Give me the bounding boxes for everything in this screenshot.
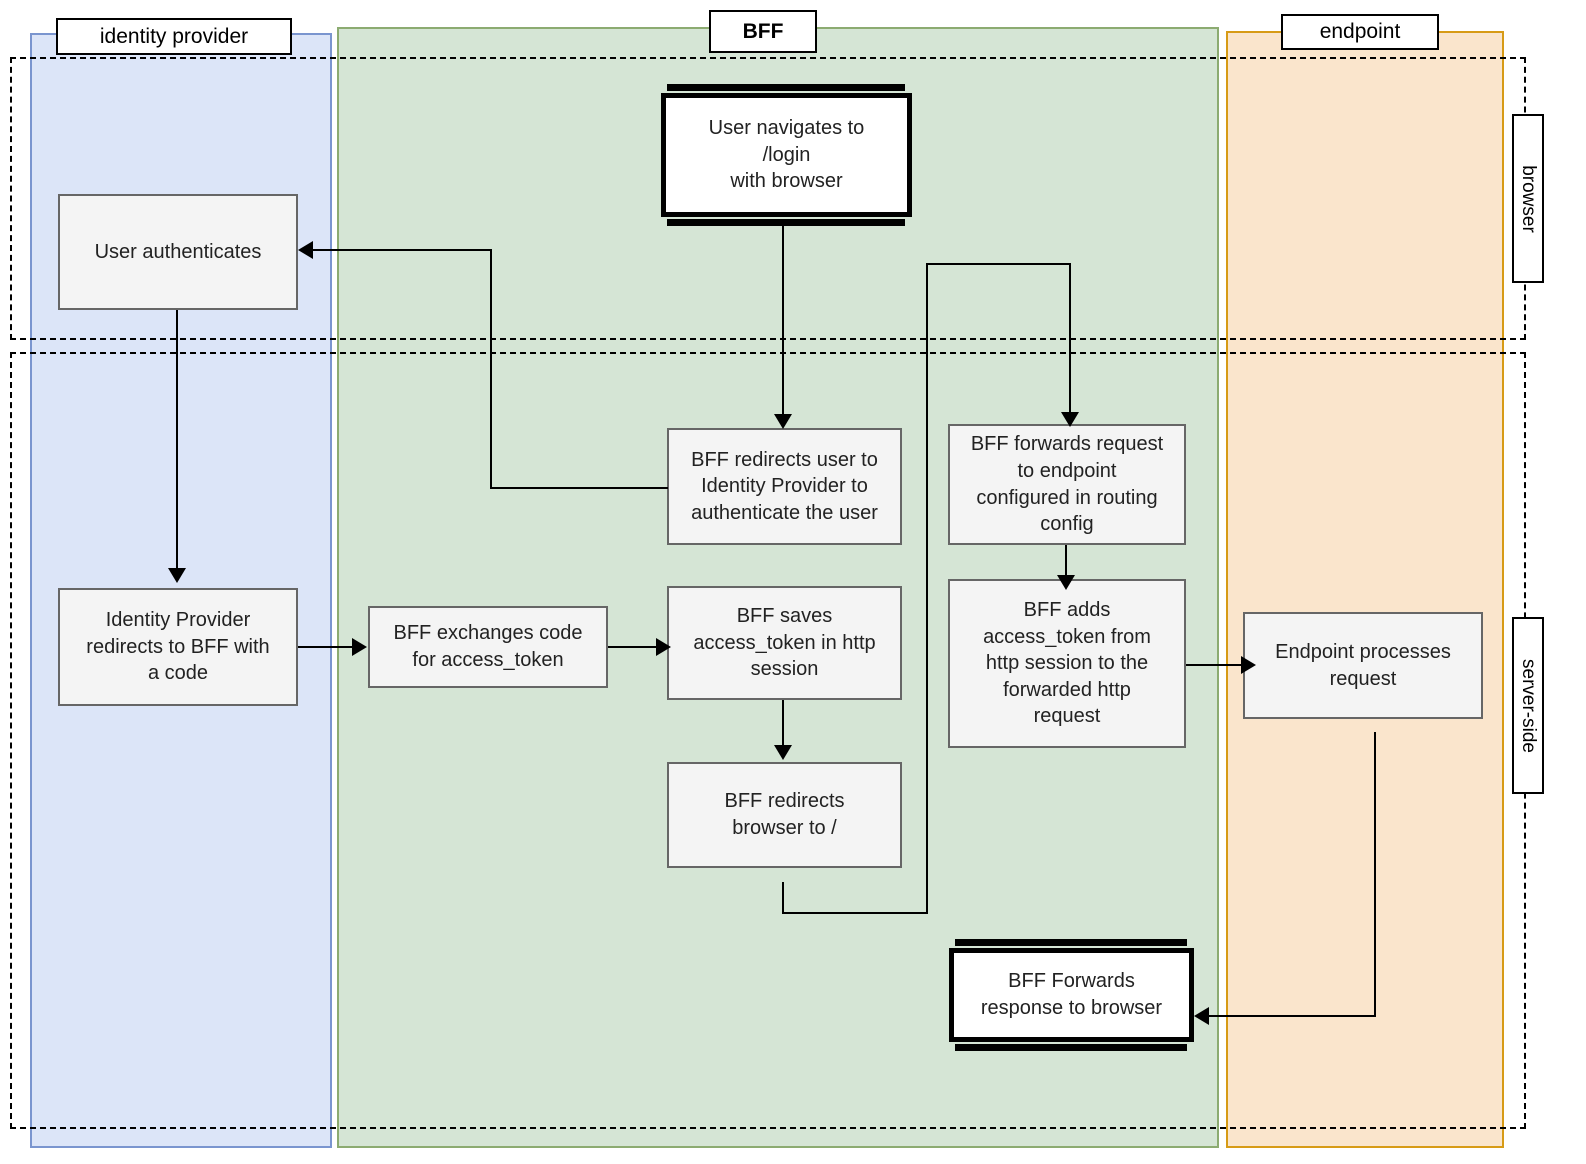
arrowhead-idp-to-exchange [352, 638, 367, 656]
phase-label-server-side: server-side [1512, 617, 1544, 794]
node-bff-forwards-request: BFF forwards request to endpoint configu… [948, 424, 1186, 545]
phase-label-browser-text: browser [1518, 164, 1540, 233]
connector-add-token-to-endpoint [1186, 664, 1242, 666]
connector-exchange-to-save [608, 646, 657, 648]
connector-root-to-forward-v3 [1069, 263, 1071, 418]
connector-redirect-to-auth-h2 [313, 249, 491, 251]
connector-forward-to-add-token [1065, 545, 1067, 579]
connector-redirect-to-auth-h1 [490, 487, 668, 489]
connector-redirect-to-auth-v [490, 249, 492, 489]
connector-root-to-forward-v1 [782, 882, 784, 914]
connector-idp-to-exchange [298, 646, 353, 648]
arrowhead-redirect-to-auth [298, 241, 313, 259]
connector-endpoint-to-response-v [1374, 732, 1376, 1017]
connector-auth-to-idp-redirect [176, 310, 178, 572]
node-user-navigates: User navigates to /login with browser [661, 93, 912, 217]
emphasis-bar-top-response [955, 939, 1187, 946]
connector-navigate-to-redirect [782, 226, 784, 420]
node-bff-redirects-browser-root: BFF redirects browser to / [667, 762, 902, 868]
lane-label-bff: BFF [742, 19, 784, 43]
phase-label-server-side-text: server-side [1518, 658, 1540, 753]
phase-label-browser: browser [1512, 114, 1544, 283]
connector-root-to-forward-h2 [926, 263, 1071, 265]
arrowhead-exchange-to-save [656, 638, 671, 656]
arrowhead-forward-to-add-token [1057, 575, 1075, 590]
lane-header-identity-provider: identity provider [56, 18, 292, 55]
node-bff-adds-access-token: BFF adds access_token from http session … [948, 579, 1186, 748]
arrowhead-save-to-redirect-root [774, 745, 792, 760]
arrowhead-add-token-to-endpoint [1241, 656, 1256, 674]
arrowhead-endpoint-to-response [1194, 1007, 1209, 1025]
connector-root-to-forward-h1 [782, 912, 928, 914]
emphasis-bar-bottom-navigate [667, 219, 905, 226]
node-idp-redirects-to-bff: Identity Provider redirects to BFF with … [58, 588, 298, 706]
node-bff-redirects-to-idp: BFF redirects user to Identity Provider … [667, 428, 902, 545]
node-bff-forwards-response: BFF Forwards response to browser [949, 948, 1194, 1042]
node-user-authenticates: User authenticates [58, 194, 298, 310]
emphasis-bar-top-navigate [667, 84, 905, 91]
arrowhead-auth-to-idp-redirect [168, 568, 186, 583]
lane-label-identity-provider: identity provider [99, 24, 249, 48]
emphasis-bar-bottom-response [955, 1044, 1187, 1051]
connector-endpoint-to-response-h [1209, 1015, 1376, 1017]
connector-save-to-redirect-root [782, 700, 784, 748]
node-bff-exchanges-code: BFF exchanges code for access_token [368, 606, 608, 688]
connector-root-to-forward-v2 [926, 263, 928, 914]
node-bff-saves-access-token: BFF saves access_token in http session [667, 586, 902, 700]
lane-header-bff: BFF [709, 10, 817, 53]
node-endpoint-processes-request: Endpoint processes request [1243, 612, 1483, 719]
arrowhead-root-to-forward [1061, 412, 1079, 427]
lane-header-endpoint: endpoint [1281, 14, 1439, 50]
arrowhead-navigate-to-redirect [774, 414, 792, 429]
lane-label-endpoint: endpoint [1319, 20, 1401, 43]
swimlane-endpoint [1226, 31, 1504, 1148]
